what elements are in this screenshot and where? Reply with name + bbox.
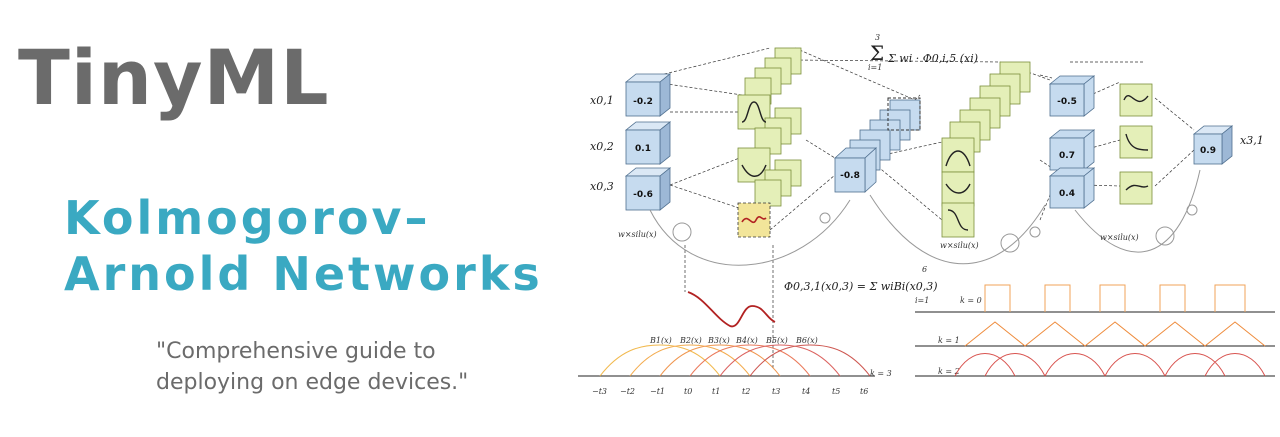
input-node-2-label: x0,2 — [590, 140, 614, 153]
bspline-basis-chart: B1(x) B2(x) B3(x) B4(x) B5(x) B6(x) −t3 … — [578, 336, 892, 396]
residual-label-3: w×silu(x) — [1100, 233, 1139, 242]
residual-connections — [649, 169, 1201, 266]
brand-title: TinyML — [18, 33, 330, 122]
input-nodes: -0.2 x0,1 0.1 x0,2 -0.6 x0,3 — [590, 73, 672, 211]
subtitle: Kolmogorov– Arnold Networks — [64, 190, 543, 302]
zoomed-activation-curve — [687, 291, 776, 328]
knot-label-4: t0 — [684, 387, 692, 396]
activation-function-stack-2 — [941, 61, 1031, 238]
residual-label-1: w×silu(x) — [618, 230, 657, 239]
subtitle-line-1: Kolmogorov– — [64, 191, 431, 245]
phi-formula-text: Φ0,3,1(x0,3) = Σ wiBi(x0,3) — [784, 280, 938, 293]
order-label-k3: k = 3 — [870, 369, 892, 378]
knot-label-10: t6 — [860, 387, 868, 396]
basis-label-6: B6(x) — [795, 336, 818, 345]
input-node-3: -0.6 x0,3 — [590, 167, 672, 211]
sum-limit-bottom: i=1 — [868, 63, 882, 72]
basis-label-5: B5(x) — [765, 336, 788, 345]
knot-label-5: t1 — [712, 387, 720, 396]
input-node-2: 0.1 x0,2 — [590, 121, 672, 165]
sum-formula-text: Σ wi · Φ0,i,5 (xi) — [887, 52, 978, 65]
hidden-node-2-3-value: 0.4 — [1059, 189, 1075, 199]
output-node-label: x3,1 — [1240, 134, 1264, 147]
basis-label-1: B1(x) — [649, 336, 672, 345]
input-node-2-value: 0.1 — [635, 144, 651, 154]
activation-function-stack-3 — [1119, 83, 1153, 205]
sum-formula: Σ 3 i=1 Σ wi · Φ0,i,5 (xi) — [868, 33, 978, 72]
hidden-node-2-1-value: -0.5 — [1057, 97, 1077, 107]
tagline-line-1: "Comprehensive guide to — [156, 339, 436, 364]
order-label-k2: k = 2 — [938, 367, 960, 376]
svg-text:Σ: Σ — [870, 41, 884, 65]
knot-label-9: t5 — [832, 387, 840, 396]
activation-function-stack-1 — [737, 47, 802, 238]
hidden-node-2-2-value: 0.7 — [1059, 151, 1075, 161]
knot-label-7: t3 — [772, 387, 780, 396]
knot-label-3: −t1 — [650, 387, 665, 396]
spline-order-panels: k = 0 k = 1 k = 2 — [915, 284, 1275, 377]
subtitle-line-2: Arnold Networks — [64, 247, 543, 301]
output-node: 0.9 x3,1 — [1192, 125, 1264, 165]
output-node-value: 0.9 — [1200, 146, 1216, 156]
basis-label-4: B4(x) — [735, 336, 758, 345]
phi-formula: Φ0,3,1(x0,3) = Σ wiBi(x0,3) 6 i=1 — [784, 265, 938, 305]
basis-label-2: B2(x) — [679, 336, 702, 345]
input-node-1: -0.2 x0,1 — [590, 73, 672, 117]
knot-label-2: −t2 — [620, 387, 635, 396]
tagline-line-2: deploying on edge devices." — [156, 370, 469, 395]
basis-label-3: B3(x) — [707, 336, 730, 345]
input-node-1-value: -0.2 — [633, 97, 653, 107]
phi-limit-top: 6 — [922, 265, 927, 274]
input-node-3-label: x0,3 — [590, 180, 614, 193]
order-label-k1: k = 1 — [938, 336, 960, 345]
input-node-3-value: -0.6 — [633, 190, 653, 200]
knot-label-1: −t3 — [592, 387, 607, 396]
tagline: "Comprehensive guide to deploying on edg… — [156, 336, 468, 398]
hidden-layer-2: -0.5 0.7 0.4 — [1048, 75, 1096, 209]
kan-architecture-diagram: -0.2 x0,1 0.1 x0,2 -0.6 x0,3 — [578, 33, 1275, 396]
input-node-1-label: x0,1 — [590, 94, 614, 107]
hidden-node-1-value: -0.8 — [840, 171, 860, 181]
hidden-layer-1: -0.8 — [833, 97, 921, 193]
knot-label-8: t4 — [802, 387, 810, 396]
order-label-k0: k = 0 — [960, 296, 982, 305]
phi-limit-bottom: i=1 — [915, 296, 929, 305]
residual-label-2: w×silu(x) — [940, 241, 979, 250]
sum-limit-top: 3 — [875, 33, 880, 42]
knot-label-6: t2 — [742, 387, 750, 396]
